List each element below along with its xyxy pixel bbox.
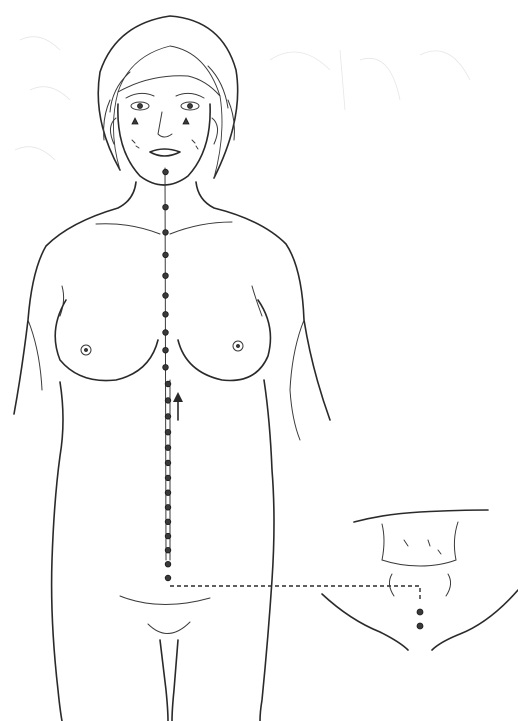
channel-point (165, 475, 171, 481)
channel-points (163, 169, 171, 581)
channel-point (165, 460, 171, 466)
conception-vessel-channel (165, 168, 170, 560)
channel-point (165, 398, 171, 404)
channel-point (165, 533, 171, 539)
channel-point (163, 312, 169, 318)
channel-point (163, 293, 169, 299)
channel-point (163, 330, 169, 336)
channel-point (165, 490, 171, 496)
channel-point (165, 429, 171, 435)
background-texture (15, 37, 470, 160)
channel-point (165, 445, 171, 451)
channel-point (165, 575, 171, 581)
channel-point (165, 561, 171, 567)
channel-point (163, 347, 169, 353)
channel-point (165, 414, 171, 420)
channel-point (165, 381, 171, 387)
channel-point (163, 204, 169, 210)
torso-outline (14, 182, 330, 721)
perineum-inset (322, 510, 518, 650)
channel-point (163, 365, 169, 371)
channel-point (163, 252, 169, 258)
channel-point (165, 519, 171, 525)
flow-arrow (173, 392, 183, 420)
channel-point (163, 169, 169, 175)
lower-body (120, 596, 210, 721)
channel-point (165, 547, 171, 553)
channel-point (165, 505, 171, 511)
channel-point (163, 230, 169, 236)
channel-point (163, 273, 169, 279)
hair (98, 16, 237, 178)
connector-line (170, 586, 420, 600)
